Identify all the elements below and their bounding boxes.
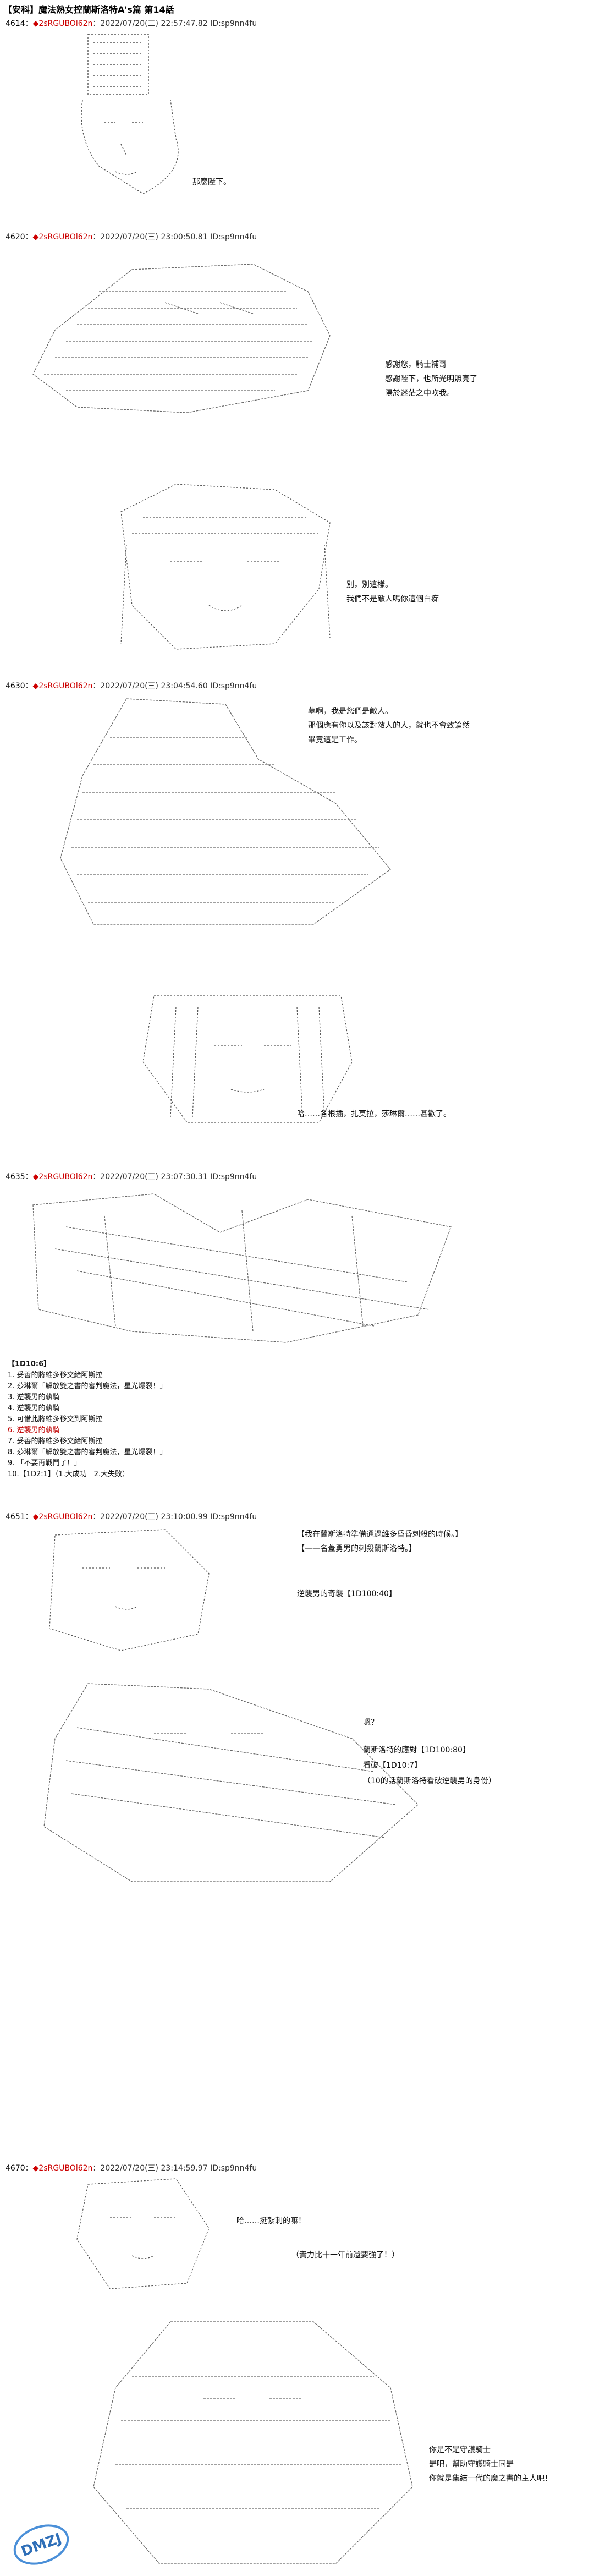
ascii-art-drawing xyxy=(81,34,179,194)
post-header: 4651：◆2sRGUBOl62n：2022/07/20(三) 23:10:00… xyxy=(6,1512,257,1521)
dialogue-block: 你是不是守護騎士是吧，幫助守護騎士同是你就是集結一代的魔之書的主人吧！ xyxy=(429,2446,552,2483)
ascii-art-battle-scene xyxy=(22,1183,462,1348)
dmzj-watermark-logo: DMZJ xyxy=(11,2520,72,2569)
dialogue-line: 逆襲男的奇襲【1D100:40】 xyxy=(297,1590,397,1598)
ascii-art-drawing xyxy=(32,1193,452,1343)
ascii-art-drawing xyxy=(32,264,331,413)
ascii-art-character xyxy=(110,479,341,660)
ascii-art-character xyxy=(33,1524,231,1656)
ascii-art-drawing xyxy=(120,484,331,650)
dialogue-block: 感謝您，騎士補哥感謝陛下，也所光明照亮了陽於迷茫之中吹我。 xyxy=(385,360,477,398)
ascii-art-character xyxy=(28,693,413,935)
ascii-art-character xyxy=(82,2311,424,2569)
dialogue-line: 蘭斯洛特的應對【1D100:80】 xyxy=(363,1746,470,1755)
post-header: 4670：◆2sRGUBOl62n：2022/07/20(三) 23:14:59… xyxy=(6,2164,257,2173)
ascii-art-drawing xyxy=(142,995,353,1123)
ascii-art-character xyxy=(132,985,363,1128)
ascii-art-drawing xyxy=(49,1529,210,1651)
post-header: 4630：◆2sRGUBOl62n：2022/07/20(三) 23:04:54… xyxy=(6,682,257,690)
ascii-art-drawing xyxy=(60,698,391,925)
dialogue-block: 別，別這樣。我們不是敵人嗎你這個白痴 xyxy=(346,580,439,604)
dialogue-block: 【我在蘭斯洛特準備通過維多昏昏刺殺的時候。】【——名蓋勇男的刺殺蘭斯洛特。】 xyxy=(297,1530,463,1553)
dialogue-line: （10的話蘭斯洛特看破逆襲男的身份） xyxy=(363,1777,496,1785)
post-header: 4635：◆2sRGUBOl62n：2022/07/20(三) 23:07:30… xyxy=(6,1172,257,1181)
post-header: 4620：◆2sRGUBOl62n：2022/07/20(三) 23:00:50… xyxy=(6,233,257,242)
ascii-art-drawing xyxy=(93,2321,413,2564)
dialogue-line: 嗯？ xyxy=(363,1718,378,1727)
dialogue-block: 墓啊，我是您們是敵人。那個應有你以及該對敵人的人，就也不會致論然畢竟這是工作。 xyxy=(308,707,470,744)
dialogue-line: 看破【1D10:7】 xyxy=(363,1761,422,1770)
ascii-art-character xyxy=(66,2173,220,2294)
page-title: 【安科】魔法熟女控蘭斯洛特A's篇 第14話 xyxy=(3,4,174,15)
dialogue-line: （實力比十一年前還要強了！） xyxy=(292,2251,399,2260)
dialogue-line: 哈……各根插，扎莫拉，莎琳爾……甚歡了。 xyxy=(297,1110,451,1119)
dialogue-line: 哈……挺紮刺的嘛！ xyxy=(237,2217,306,2226)
dialogue-line: 那麼陛下。 xyxy=(193,178,231,187)
ascii-art-character xyxy=(22,248,396,429)
ascii-art-drawing xyxy=(76,2178,210,2289)
post-header: 4614：◆2sRGUBOl62n：2022/07/20(三) 22:57:47… xyxy=(6,19,257,28)
ascii-art-character xyxy=(66,29,242,205)
ascii-art-character xyxy=(22,1673,440,1893)
ascii-art-drawing xyxy=(43,1683,419,1882)
